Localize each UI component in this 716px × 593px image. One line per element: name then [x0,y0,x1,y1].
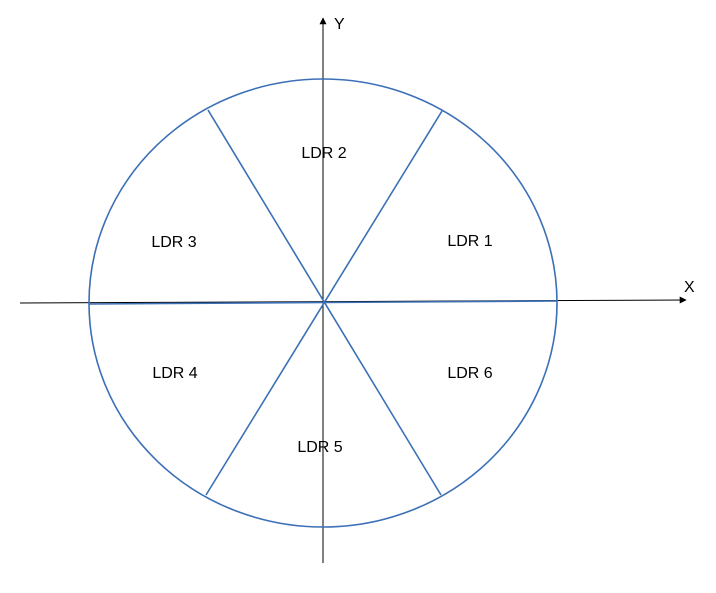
y-axis-label: Y [334,16,345,33]
sector-label-ldr-2: LDR 2 [301,145,346,162]
x-axis-label: X [684,279,695,296]
sector-label-ldr-3: LDR 3 [151,234,196,251]
x-axis [19,296,687,304]
sensor-circle [88,78,558,528]
sector-label-ldr-6: LDR 6 [447,365,492,382]
sector-label-ldr-4: LDR 4 [152,365,197,382]
sector-divider-3 [205,110,443,496]
sector-label-ldr-5: LDR 5 [297,439,342,456]
sector-divider-1 [88,300,558,305]
sector-label-ldr-1: LDR 1 [447,233,492,250]
